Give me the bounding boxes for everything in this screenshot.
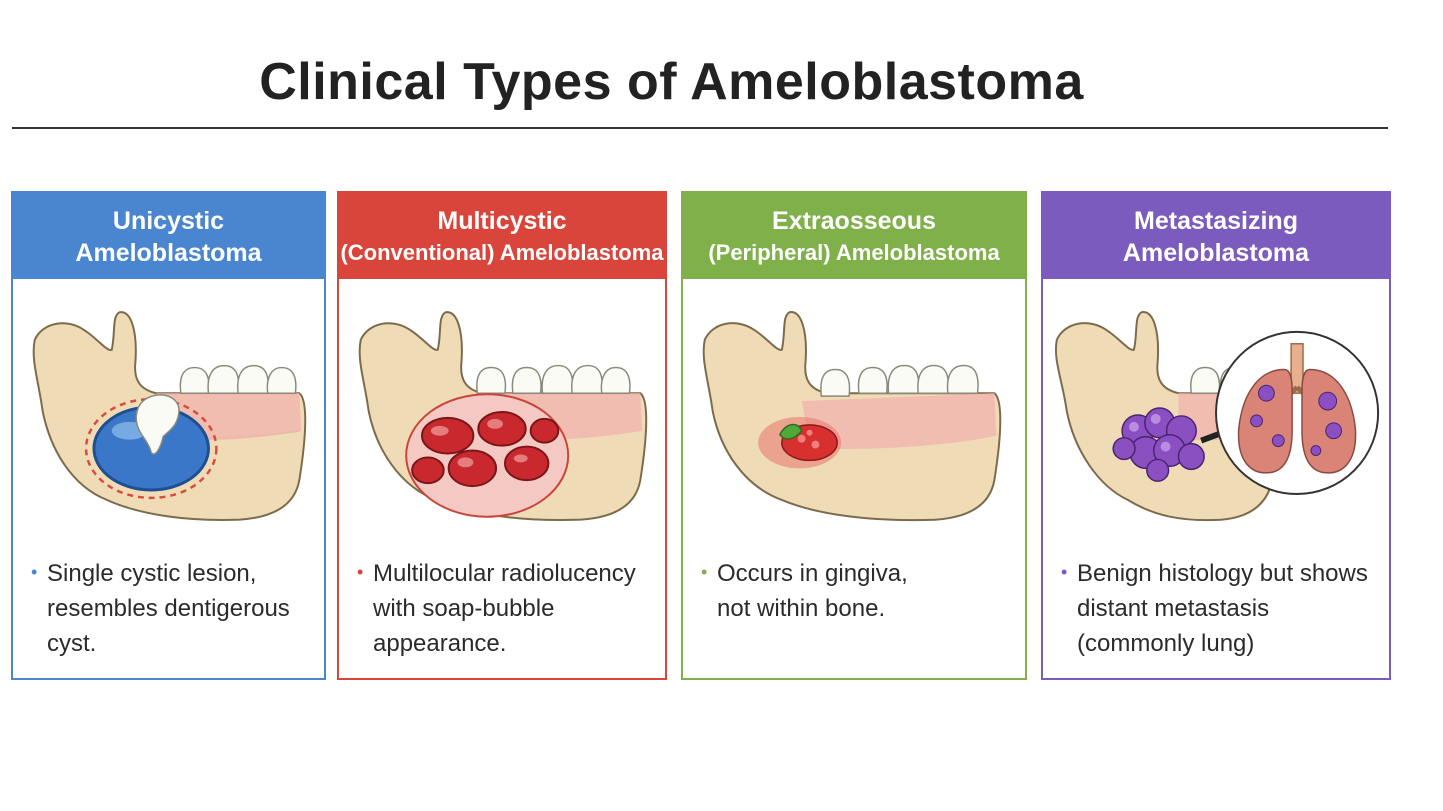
- mandible-illustration: [702, 311, 1002, 522]
- description-line: Occurs in gingiva,: [717, 560, 908, 587]
- bullet-dot: •: [1061, 562, 1068, 582]
- panel-heading-line2: (Peripheral) Ameloblastoma: [708, 240, 1000, 265]
- panel-heading-line2: (Conventional) Ameloblastoma: [340, 240, 664, 265]
- panel-description: • Single cystic lesion, resembles dentige…: [31, 555, 310, 661]
- unicystic-jaw-illustration: [32, 311, 307, 521]
- teeth: [476, 364, 631, 394]
- description-line: not within bone.: [717, 595, 886, 622]
- panel-description: • Occurs in gingiva, not within bone.: [701, 555, 1011, 626]
- panel-description: • Benign histology but shows distant meta…: [1061, 555, 1375, 661]
- panel-header: Unicystic Ameloblastoma: [13, 193, 324, 279]
- title-divider: [12, 127, 1388, 129]
- panel-description: • Multilocular radiolucency with soap-bub…: [357, 555, 651, 661]
- gingival-lesion: [778, 423, 838, 462]
- page-title: Clinical Types of Ameloblastoma: [259, 53, 1084, 111]
- panel-header: Extraosseous (Peripheral) Ameloblastoma: [683, 193, 1025, 279]
- panel-unicystic: Unicystic Ameloblastoma • Single cystic l…: [11, 191, 326, 680]
- panel-heading-line2: Ameloblastoma: [1122, 239, 1310, 267]
- description-line: Benign histology but shows: [1077, 560, 1368, 587]
- bullet-dot: •: [701, 562, 708, 582]
- teeth: [820, 364, 979, 397]
- mandible-illustration: [1055, 311, 1380, 522]
- panel-metastasizing: Metastasizing Ameloblastoma: [1041, 191, 1391, 680]
- tumor-mass: [1112, 407, 1205, 482]
- panel-header: Metastasizing Ameloblastoma: [1043, 193, 1389, 279]
- panel-header: Multicystic (Conventional) Ameloblastoma: [339, 193, 665, 279]
- description-line: Single cystic lesion,: [47, 560, 257, 587]
- lungs-icon: [1237, 343, 1357, 474]
- bullet-dot: •: [357, 562, 364, 582]
- panel-heading-line1: Unicystic: [112, 207, 225, 235]
- panel-multicystic: Multicystic (Conventional) Ameloblastoma: [337, 191, 667, 680]
- teeth: [179, 364, 297, 394]
- impacted-tooth: [135, 394, 180, 455]
- description-line: Multilocular radiolucency: [373, 560, 636, 587]
- panel-heading-line1: Extraosseous: [772, 207, 936, 235]
- description-line: distant metastasis: [1077, 595, 1270, 622]
- panel-heading-line1: Multicystic: [437, 207, 567, 235]
- metastatic-nodules: [1250, 384, 1343, 456]
- mandible-illustration: [32, 311, 307, 521]
- description-line: resembles dentigerous: [47, 595, 290, 622]
- panel-extraosseous: Extraosseous (Peripheral) Ameloblastoma: [681, 191, 1027, 680]
- description-line: cyst.: [47, 630, 97, 657]
- metastasizing-jaw-illustration: [1055, 311, 1380, 522]
- description-line: with soap-bubble: [373, 595, 555, 622]
- extraosseous-jaw-illustration: [702, 311, 1002, 522]
- bullet-dot: •: [31, 562, 38, 582]
- description-line: (commonly lung): [1077, 630, 1255, 657]
- panel-heading-line1: Metastasizing: [1134, 207, 1298, 235]
- panel-heading-line2: Ameloblastoma: [75, 239, 262, 267]
- multicystic-jaw-illustration: [358, 311, 648, 521]
- mandible-illustration: [358, 311, 648, 521]
- description-line: appearance.: [373, 630, 507, 657]
